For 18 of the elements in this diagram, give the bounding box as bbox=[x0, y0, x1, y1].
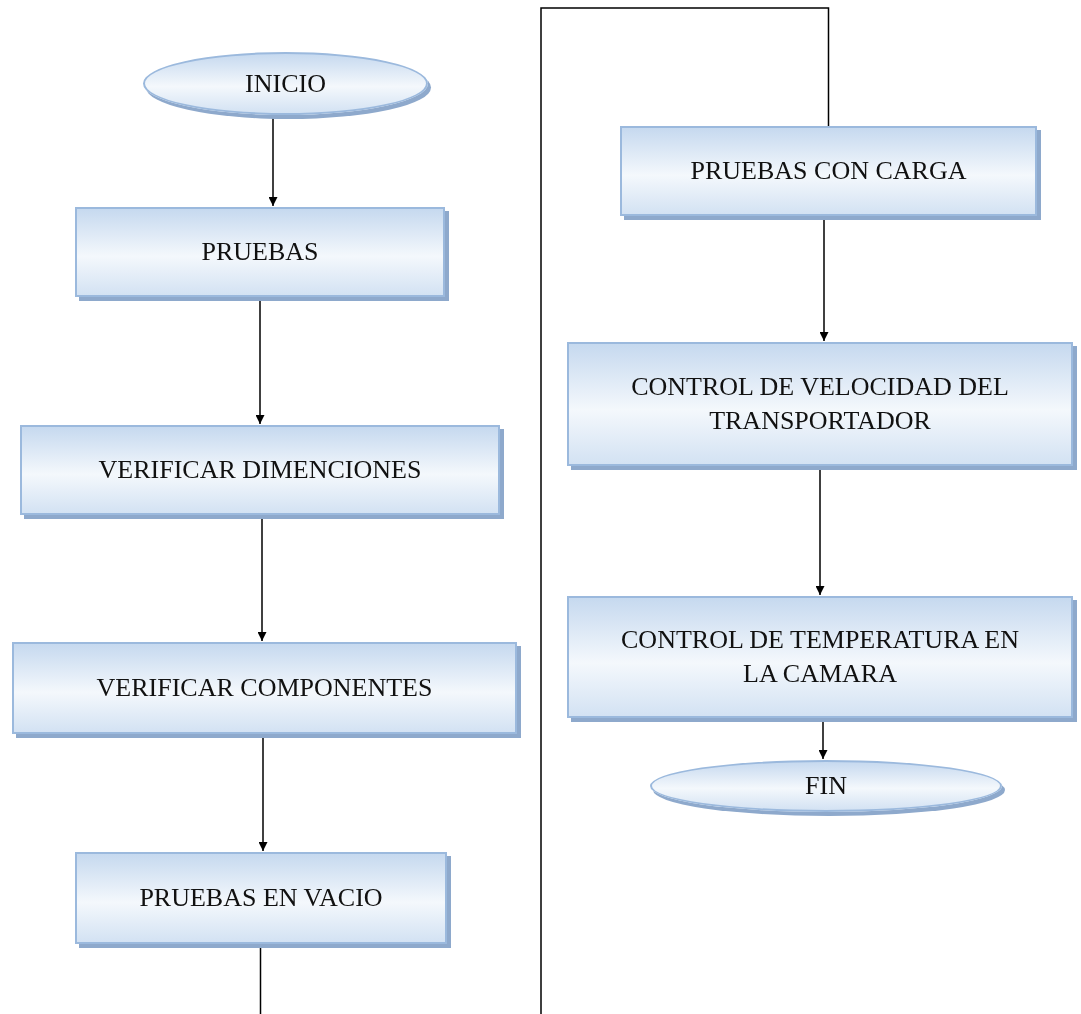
arrow bbox=[268, 116, 278, 207]
arrow bbox=[815, 467, 825, 596]
arrow bbox=[258, 735, 268, 852]
node-label: VERIFICAR COMPONENTES bbox=[96, 672, 433, 705]
arrow bbox=[255, 298, 265, 425]
node-label: PRUEBAS CON CARGA bbox=[690, 155, 967, 188]
node-label: VERIFICAR DIMENCIONES bbox=[98, 454, 422, 487]
node-label: FIN bbox=[805, 770, 847, 803]
node-label: CONTROL DE TEMPERATURA EN LA CAMARA bbox=[620, 624, 1020, 690]
node-label: INICIO bbox=[245, 67, 326, 100]
arrow bbox=[257, 516, 267, 642]
node-label: PRUEBAS bbox=[201, 236, 319, 269]
node-label: CONTROL DE VELOCIDAD DEL TRANSPORTADOR bbox=[630, 371, 1010, 437]
connector-line bbox=[540, 7, 830, 1014]
arrow bbox=[819, 217, 829, 342]
connector-line bbox=[259, 945, 262, 1014]
arrow bbox=[818, 719, 828, 760]
node-label: PRUEBAS EN VACIO bbox=[139, 882, 383, 915]
